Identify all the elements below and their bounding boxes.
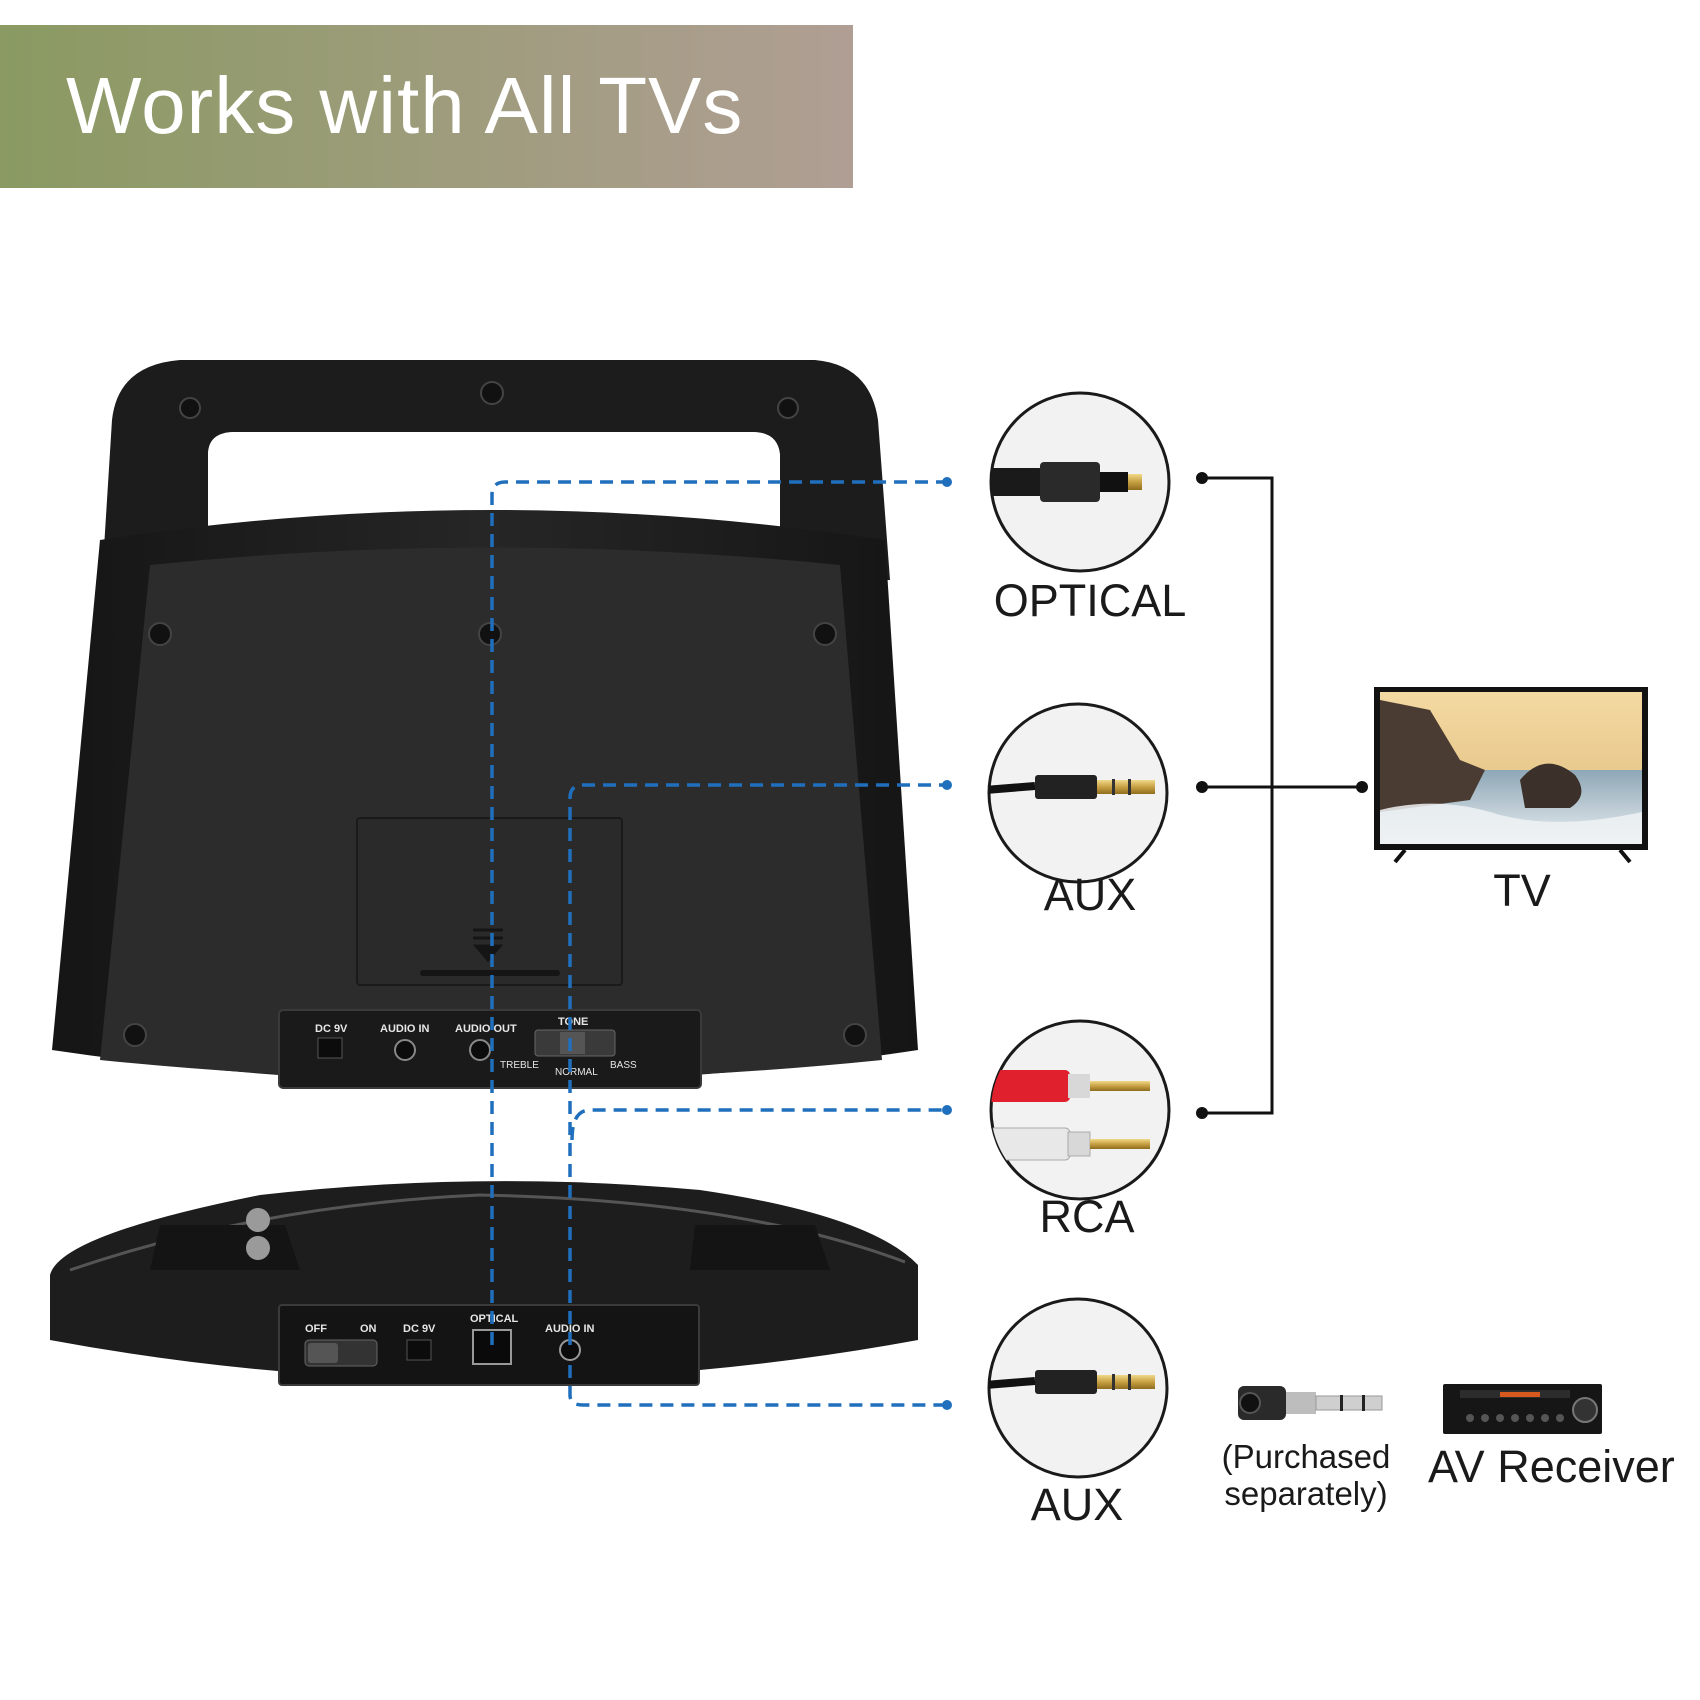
aux-tv-label: AUX xyxy=(1044,869,1137,920)
tv-icon xyxy=(1374,687,1648,864)
tone-label: TONE xyxy=(558,1016,588,1028)
tv-label: TV xyxy=(1493,865,1551,916)
av-receiver: AV Receiver xyxy=(1428,1384,1675,1492)
base-audio-in-label: AUDIO IN xyxy=(545,1323,595,1335)
dashed-leaders xyxy=(490,477,952,1410)
aux-receiver-label: AUX xyxy=(1031,1479,1124,1530)
adapter-note-line1: (Purchased xyxy=(1222,1438,1391,1475)
optical-label: OPTICAL xyxy=(994,575,1187,626)
rca-plug-icon xyxy=(991,1070,1150,1161)
base-dc-label: DC 9V xyxy=(403,1323,436,1335)
header-title: Works with All TVs xyxy=(66,61,743,150)
av-receiver-label: AV Receiver xyxy=(1428,1441,1675,1492)
tv: TV xyxy=(1374,687,1648,916)
speaker-audio-in-jack[interactable] xyxy=(394,1039,416,1061)
tv-wiring xyxy=(1196,472,1368,1119)
speaker-audio-out-jack[interactable] xyxy=(469,1039,491,1061)
optical-connector: OPTICAL xyxy=(989,391,1187,626)
header-banner: Works with All TVs xyxy=(0,25,853,188)
base-on-label: ON xyxy=(360,1323,377,1335)
aux-plug-icon xyxy=(989,1370,1155,1394)
aux-plug-icon xyxy=(989,775,1155,799)
base-optical-port[interactable] xyxy=(472,1329,512,1365)
optical-plug-icon xyxy=(991,462,1142,502)
transmitter-base: OFF ON DC 9V OPTICAL AUDIO IN xyxy=(50,1181,918,1386)
aux-receiver-connector: AUX xyxy=(987,1297,1169,1530)
tone-bass-label: BASS xyxy=(610,1060,637,1071)
rca-label: RCA xyxy=(1039,1191,1134,1242)
adapter-plug-icon xyxy=(1238,1386,1383,1420)
speaker-audio-in-label: AUDIO IN xyxy=(380,1023,430,1035)
speaker-audio-out-label: AUDIO OUT xyxy=(455,1023,517,1035)
aux-tv-leader xyxy=(568,783,947,1345)
base-optical-label: OPTICAL xyxy=(470,1313,519,1325)
base-off-label: OFF xyxy=(305,1323,327,1335)
tone-normal-label: NORMAL xyxy=(555,1067,598,1078)
adapter-note-line2: separately) xyxy=(1224,1475,1387,1512)
aux-tv-connector: AUX xyxy=(987,702,1169,920)
aux-receiver-leader xyxy=(568,1365,947,1407)
speaker-unit: DC 9V AUDIO IN AUDIO OUT TONE TREBLE NOR… xyxy=(52,360,918,1089)
tone-treble-label: TREBLE xyxy=(500,1060,539,1071)
av-receiver-icon xyxy=(1443,1384,1602,1434)
rca-connector: RCA xyxy=(989,1019,1171,1242)
speaker-dc-label: DC 9V xyxy=(315,1023,348,1035)
rca-leader xyxy=(570,1108,947,1141)
adapter: (Purchased separately) xyxy=(1222,1386,1391,1512)
optical-leader xyxy=(490,480,947,1345)
